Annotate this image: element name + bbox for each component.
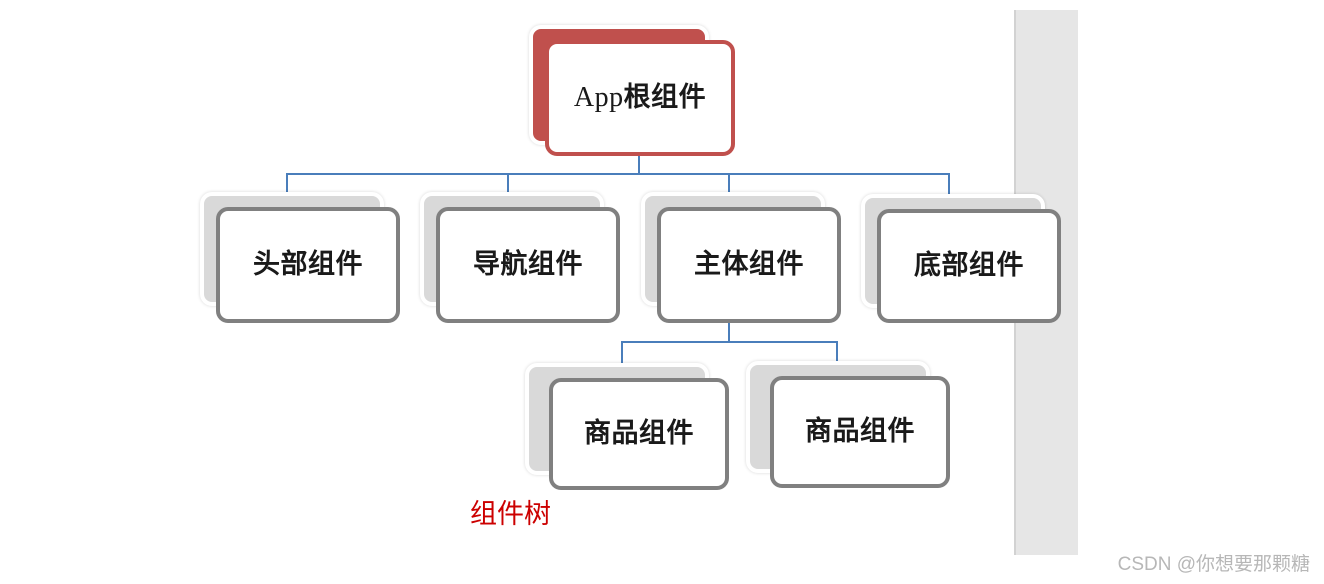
- node-product-2-label: 商品组件: [805, 416, 915, 447]
- node-footer[interactable]: 底部组件: [861, 194, 1061, 323]
- node-product-2[interactable]: 商品组件: [746, 361, 950, 488]
- node-main-face[interactable]: 主体组件: [657, 207, 841, 323]
- node-header-label: 头部组件: [253, 249, 363, 280]
- node-product-2-face[interactable]: 商品组件: [770, 376, 950, 488]
- node-root-label: App根组件: [573, 81, 707, 113]
- node-product-1[interactable]: 商品组件: [525, 363, 729, 490]
- node-main-label: 主体组件: [694, 249, 804, 280]
- node-main[interactable]: 主体组件: [641, 192, 841, 323]
- node-header-face[interactable]: 头部组件: [216, 207, 400, 323]
- node-product-1-label: 商品组件: [584, 418, 694, 449]
- node-nav-face[interactable]: 导航组件: [436, 207, 620, 323]
- node-root[interactable]: App根组件: [529, 25, 735, 156]
- node-root-face[interactable]: App根组件: [545, 40, 735, 156]
- node-header[interactable]: 头部组件: [200, 192, 400, 323]
- node-footer-face[interactable]: 底部组件: [877, 209, 1061, 323]
- node-product-1-face[interactable]: 商品组件: [549, 378, 729, 490]
- node-nav[interactable]: 导航组件: [420, 192, 620, 323]
- diagram-caption: 组件树: [470, 499, 551, 529]
- node-footer-label: 底部组件: [914, 250, 1024, 281]
- watermark: CSDN @你想要那颗糖: [1117, 554, 1310, 575]
- node-nav-label: 导航组件: [473, 249, 583, 280]
